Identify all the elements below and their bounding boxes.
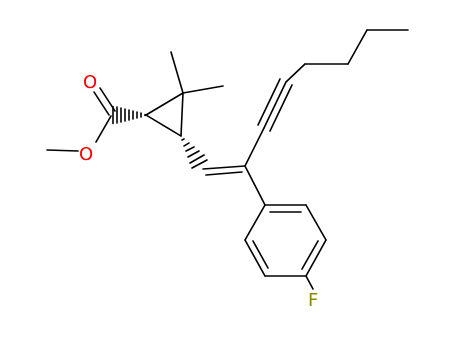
hashed-wedge-vinyl (181, 138, 208, 169)
bond-methyl-2 (182, 85, 224, 94)
bond-o-methyl (46, 149, 79, 152)
benzene-ring (244, 204, 327, 277)
vinyl-double-bond (202, 165, 246, 176)
bond-methyl-1 (170, 51, 184, 94)
ester-oxygen-label: O (79, 144, 93, 165)
triple-bond (257, 78, 293, 132)
hash-v5 (189, 154, 205, 164)
hash-v4 (187, 150, 200, 158)
ring-bond-6 (244, 204, 266, 241)
hash-v1 (181, 138, 185, 141)
triple-right (269, 84, 293, 132)
fluorine-label: F (308, 290, 318, 311)
carbonyl-double-bond (93, 87, 116, 116)
ring-inner-3 (252, 240, 269, 269)
gem-dimethyl (170, 51, 224, 94)
hash-v3 (185, 146, 195, 152)
cyclopropane-ring (145, 92, 184, 137)
triple-left (257, 78, 281, 126)
bond-ring-c1-c3 (145, 114, 182, 137)
hashed-wedge-ester (112, 105, 146, 125)
bond-cc-2 (205, 171, 243, 176)
bond-ring-c2-c3 (180, 92, 184, 137)
ring-bond-5 (244, 239, 266, 277)
triple-center (263, 81, 287, 129)
butyl-chain (285, 29, 409, 83)
bond-cc-1 (202, 165, 246, 170)
bond-c-oester (95, 115, 112, 143)
hash-v6 (191, 159, 208, 169)
bond-chain-1 (285, 63, 306, 83)
ring-bond-3 (305, 239, 327, 277)
carbonyl-oxygen-label: O (83, 72, 97, 93)
hash-v2 (183, 142, 190, 147)
bond-to-alkyne (244, 127, 265, 167)
bond-c-f (305, 275, 314, 290)
ring-bond-2 (305, 204, 327, 241)
bond-chain-3 (347, 29, 368, 65)
ring-inner-2 (301, 240, 319, 270)
bond-co-2 (99, 87, 116, 112)
bond-ring-c1-c2 (145, 92, 184, 116)
bond-co-1 (93, 91, 110, 116)
bond-to-aryl (244, 165, 266, 206)
